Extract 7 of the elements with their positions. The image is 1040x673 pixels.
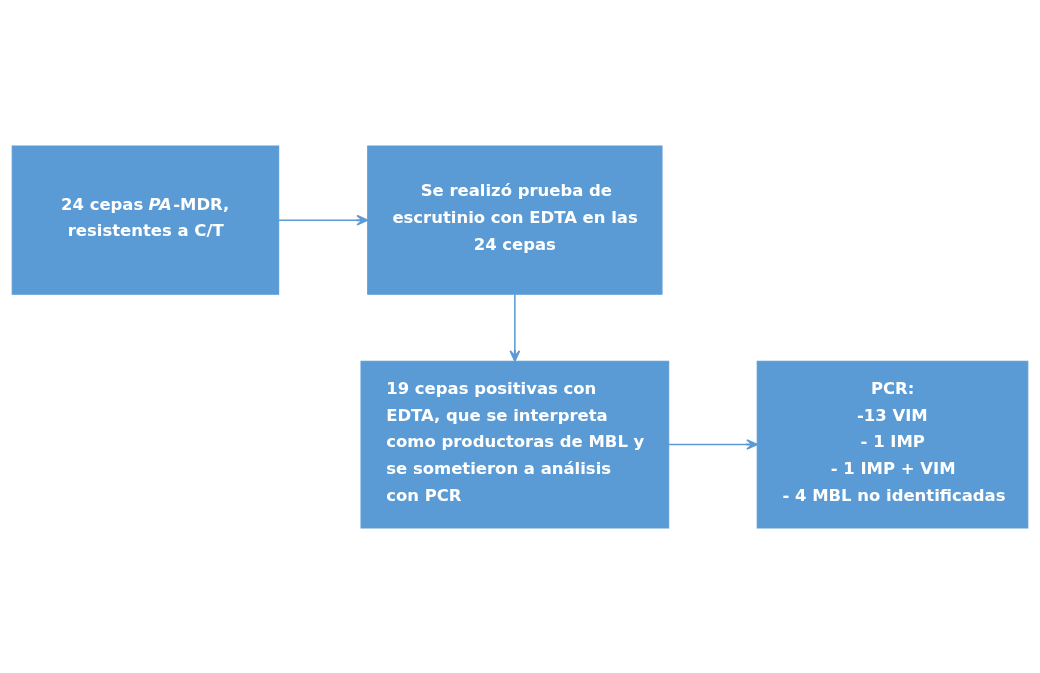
arrow bbox=[278, 214, 369, 226]
node-box: 19 cepas positivas con EDTA, que se interpreta como productoras de MBL y se sometieron a análisis con PCR bbox=[360, 360, 670, 528]
arrow bbox=[668, 438, 758, 450]
node-box: PCR: -13 VIM - 1 IMP - 1 IMP + VIM - 4 MBL no identificadas bbox=[756, 360, 1029, 528]
arrow bbox=[509, 293, 521, 362]
node-box: 24 cepas PA-MDR, resistentes a C/T bbox=[11, 145, 280, 295]
node-box: Se realizó prueba de escrutinio con EDTA en las 24 cepas bbox=[367, 145, 663, 295]
